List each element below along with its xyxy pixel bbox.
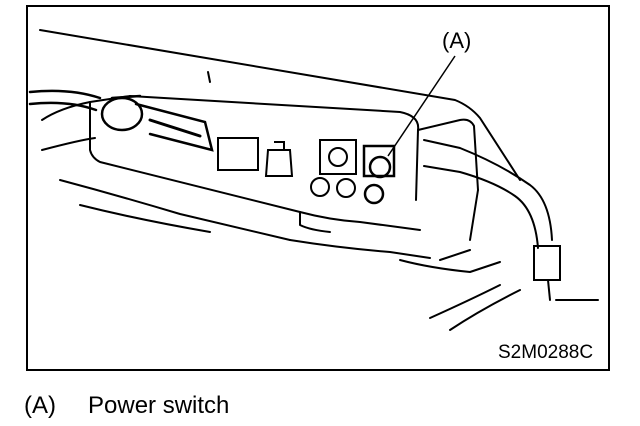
legend-text: Power switch <box>88 392 230 419</box>
rear-ports <box>217 137 357 198</box>
figure-frame <box>26 5 610 371</box>
legend-caption: (A) Power switch <box>0 388 640 422</box>
cable-plug <box>28 89 214 152</box>
callout-leader-line <box>387 55 456 157</box>
figure-code: S2M0288C <box>498 342 593 363</box>
legend-key: (A) <box>24 392 56 419</box>
equipment-housing <box>39 29 521 273</box>
power-switch <box>362 144 396 205</box>
right-cable <box>423 139 599 331</box>
callout-label: (A) <box>442 28 471 53</box>
